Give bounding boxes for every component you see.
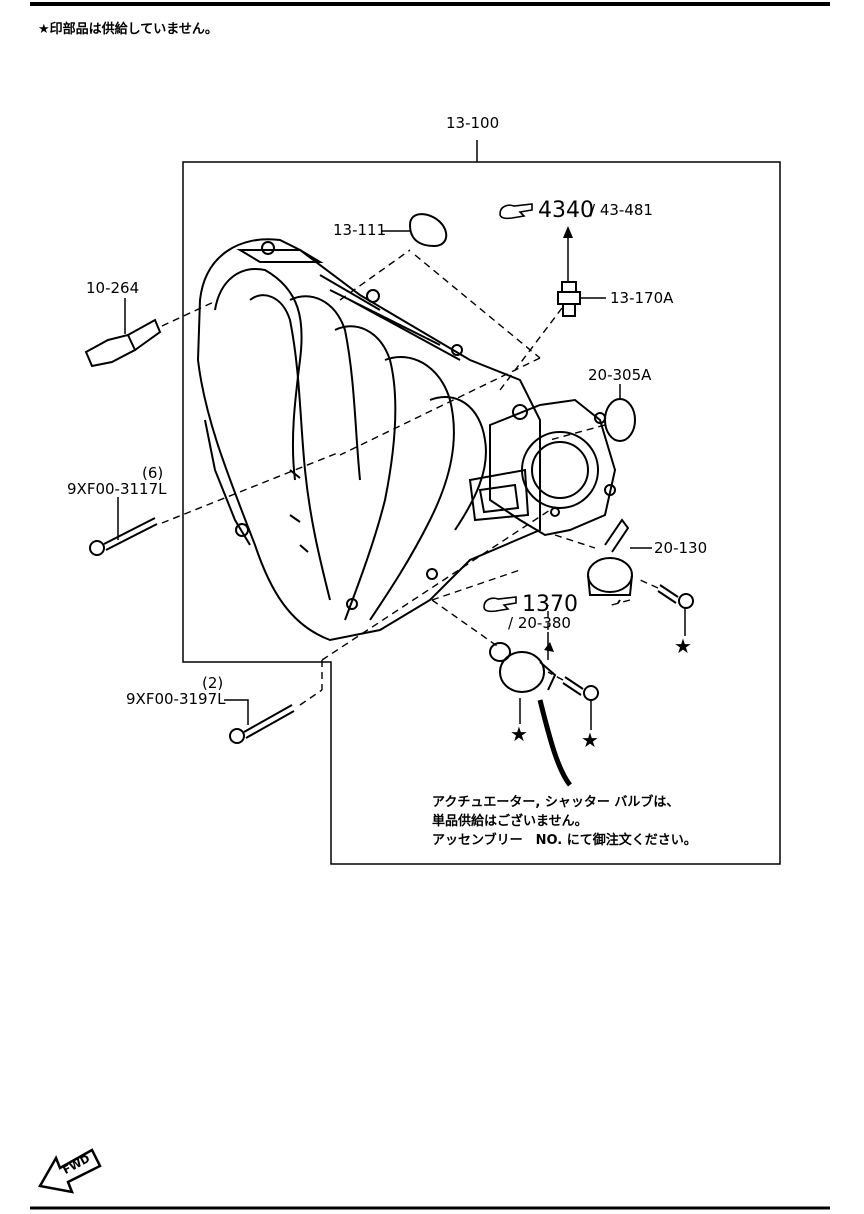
callout-bolt-long-qty: (6) bbox=[142, 464, 164, 482]
valve-part bbox=[489, 642, 573, 787]
callout-manifold: 13-100 bbox=[446, 114, 500, 132]
ref-4340: 4340 bbox=[538, 198, 594, 223]
stud-part bbox=[84, 318, 162, 368]
assembly-note-line-2: 単品供給はございません。 bbox=[432, 814, 588, 829]
callout-fitting: 13-170A bbox=[610, 289, 674, 307]
fitting-part bbox=[557, 281, 581, 317]
header-note: ★印部品は供給していません。 bbox=[38, 22, 218, 37]
callout-oring: 20-305A bbox=[588, 366, 652, 384]
callout-stud: 10-264 bbox=[86, 279, 140, 297]
intake-manifold bbox=[196, 238, 541, 642]
ref-1370: 1370 bbox=[522, 592, 578, 617]
ref-43-481: / 43-481 bbox=[590, 201, 653, 219]
gasket bbox=[408, 213, 448, 248]
callout-bolt-short: 9XF00-3197L bbox=[126, 690, 226, 708]
callout-gasket: 13-111 bbox=[333, 221, 387, 239]
star-marker-1: ★ bbox=[674, 634, 692, 658]
throttle-body bbox=[468, 398, 617, 537]
assembly-note-line-1: アクチュエーター, シャッター バルブは、 bbox=[432, 795, 680, 810]
star-marker-3: ★ bbox=[581, 728, 599, 752]
assembly-note-line-3: アッセンブリー NO. にて御注文ください。 bbox=[432, 833, 697, 848]
fwd-arrow-icon bbox=[38, 1148, 102, 1194]
callout-actuator: 20-130 bbox=[654, 539, 708, 557]
screw-1 bbox=[657, 584, 694, 609]
pointing-hand-icon bbox=[499, 203, 533, 220]
screw-2 bbox=[562, 676, 599, 701]
actuator-part bbox=[587, 518, 633, 604]
callout-bolt-long: 9XF00-3117L bbox=[67, 480, 167, 498]
callout-valve: / 20-380 bbox=[508, 614, 571, 632]
assembly-frame bbox=[182, 161, 781, 865]
callout-bolt-short-qty: (2) bbox=[202, 674, 224, 692]
assembly-lines bbox=[161, 249, 659, 706]
o-ring bbox=[604, 398, 636, 442]
star-marker-2: ★ bbox=[510, 722, 528, 746]
bolt-long bbox=[89, 517, 158, 556]
pointing-hand-icon-2 bbox=[483, 596, 517, 613]
bolt-short bbox=[229, 704, 295, 744]
